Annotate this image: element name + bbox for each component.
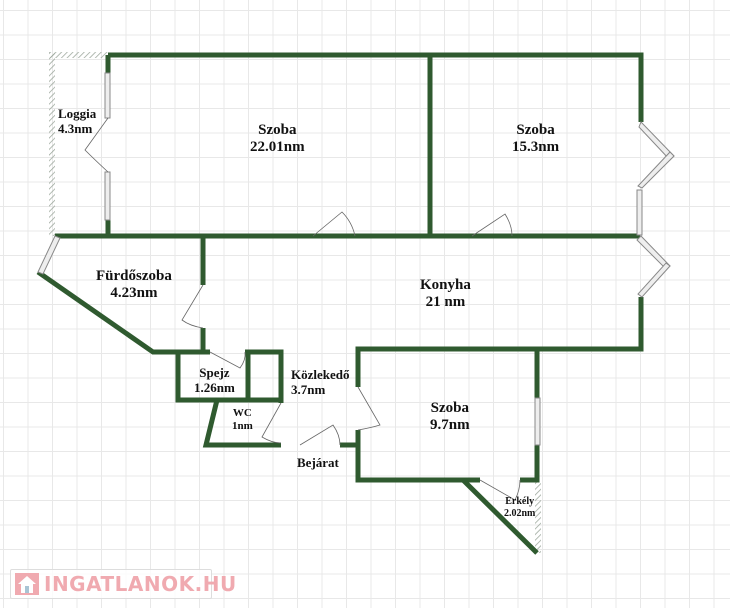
loggia-railing (49, 52, 55, 236)
entrance-label: Bejárat (297, 455, 339, 470)
room-name: Erkély (505, 496, 535, 507)
room-name: Fürdőszoba (96, 268, 172, 284)
room-name: WC (232, 407, 252, 419)
room-name: Spejz (199, 365, 230, 380)
room-name: Loggia (58, 106, 97, 121)
walls (36, 52, 644, 555)
room-name: Szoba (430, 400, 469, 416)
house-icon (15, 573, 39, 595)
room-name: Közlekedő (291, 367, 350, 382)
logo-text: INGATLANOK.HU (44, 572, 237, 596)
room-area: 1.26nm (194, 379, 235, 395)
windows (37, 72, 675, 446)
room-area: 4.3nm (58, 120, 93, 136)
room-area: 1nm (232, 419, 253, 432)
room-area: 3.7nm (291, 381, 326, 397)
room-area: 2.02nm (504, 507, 536, 519)
room-area: 15.3nm (512, 139, 560, 156)
room-area: 22.01nm (250, 139, 305, 156)
doors (84, 117, 521, 501)
room-area: 4.23nm (110, 285, 158, 302)
room-area: 9.7nm (430, 417, 470, 434)
room-name: Szoba (516, 122, 555, 138)
room-name: Konyha (420, 277, 471, 293)
room-name: Szoba (258, 122, 297, 138)
erkely-railing (535, 482, 541, 553)
room-area: 21 nm (425, 294, 466, 311)
watermark-logo: INGATLANOK.HU (10, 569, 236, 599)
loggia-railing-top (49, 52, 108, 58)
